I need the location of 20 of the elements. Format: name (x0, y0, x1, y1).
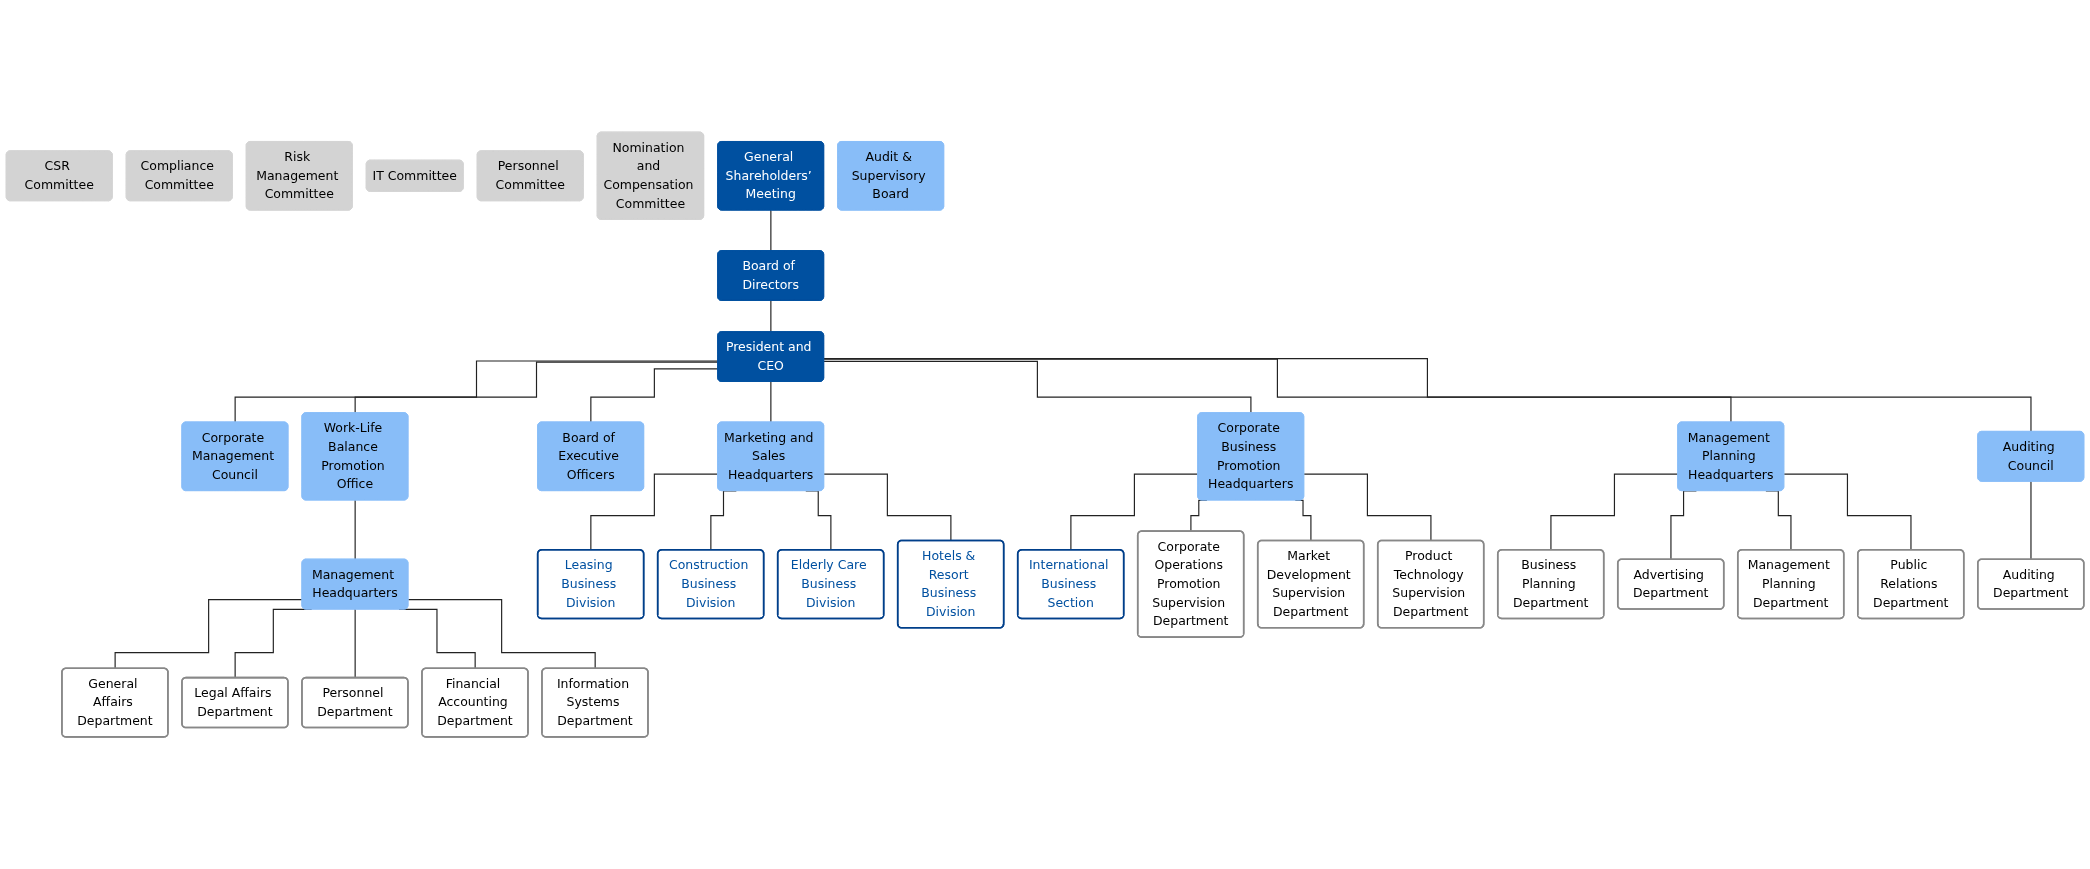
connector (823, 358, 2032, 433)
connector (114, 599, 303, 670)
connector (354, 499, 356, 561)
connector (823, 473, 952, 542)
connector (1303, 473, 1432, 542)
connector (770, 300, 772, 333)
connector (407, 599, 596, 670)
connector (234, 360, 719, 423)
connector (823, 358, 1732, 423)
connector (823, 360, 1252, 414)
connector (1550, 473, 1679, 551)
connector (590, 368, 719, 423)
connector (354, 361, 719, 414)
connector (770, 209, 772, 252)
connector (590, 473, 719, 551)
connector (1070, 473, 1199, 551)
connector (770, 381, 772, 423)
connector (354, 608, 356, 679)
connector (1783, 473, 1912, 551)
connector (2030, 481, 2032, 561)
